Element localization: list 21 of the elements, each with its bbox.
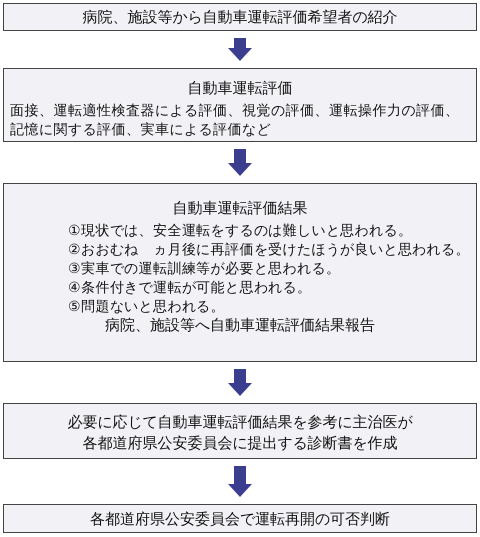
process-box	[3, 504, 477, 533]
box-heading: 自動車運転評価	[188, 78, 292, 98]
arrow	[228, 149, 252, 176]
process-box	[3, 3, 477, 31]
list-item: ②おおむね ヵ月後に再評価を受けたほうが良いと思われる。	[68, 240, 470, 258]
arrow	[228, 369, 252, 396]
arrow	[228, 466, 252, 497]
list-item: ①現状では、安全運転をするのは難しいと思われる。	[68, 220, 412, 240]
step-text: 病院、施設等から自動車運転評価希望者の紹介	[82, 8, 398, 26]
process-box	[3, 183, 477, 362]
arrow	[228, 38, 252, 61]
list-item: ⑤問題ないと思われる。	[68, 296, 225, 316]
process-box	[3, 68, 477, 142]
note-text: 病院、施設等へ自動車運転評価結果報告	[105, 316, 375, 334]
body-text: 面接、運転適性検査器による評価、視覚の評価、運転操作力の評価、記憶に関する評価、実車による評価など	[10, 100, 460, 138]
step-text: 各都道府県公安委員会で運転再開の可否判断	[90, 510, 390, 528]
process-box	[3, 403, 477, 459]
list-item: ③実車での運転訓練等が必要と思われる。	[68, 258, 340, 278]
list-item: ④条件付きで運転が可能と思われる。	[68, 278, 312, 296]
box-heading: 自動車運転評価結果	[172, 198, 308, 218]
step-text: 必要に応じて自動車運転評価結果を参考に主治医が各都道府県公安委員会に提出する診断書を作成	[66, 412, 414, 454]
